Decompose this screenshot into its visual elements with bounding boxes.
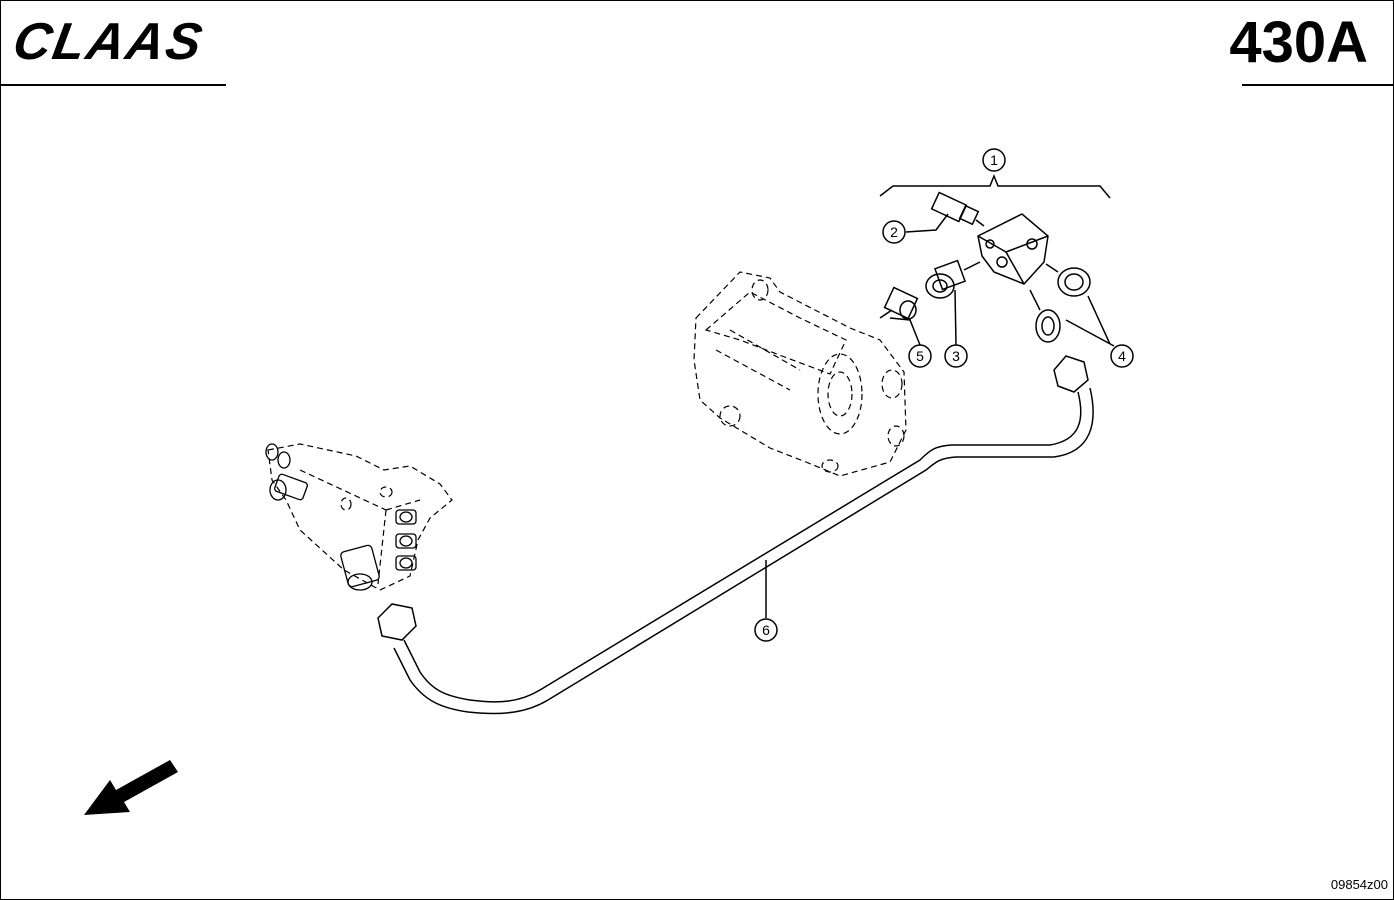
callout-3-circle	[944, 344, 968, 368]
callout-2-circle	[882, 220, 906, 244]
fitting-4-lower	[1029, 289, 1061, 343]
callout-3-leader	[954, 289, 957, 346]
callout-2-leader	[905, 213, 949, 233]
distribution-block	[977, 213, 1049, 285]
drawing-id: 09854z00	[1330, 877, 1388, 892]
callout-4-leader-a	[1087, 295, 1111, 345]
callout-5-number: 5	[916, 348, 924, 364]
callout-3-number: 3	[952, 348, 960, 364]
callout-1-bracket	[879, 173, 1111, 199]
valve-block-fittings	[265, 443, 417, 591]
callout-6-circle	[754, 618, 778, 642]
pipe-nut-upper	[1053, 355, 1089, 393]
pump-assembly	[693, 271, 907, 477]
callout-4-number: 4	[1118, 348, 1126, 364]
callout-1-circle	[982, 148, 1006, 172]
logo-underline	[0, 84, 226, 86]
callout-4-circle	[1110, 344, 1134, 368]
page-code: 430A	[1229, 10, 1368, 75]
page-code-underline	[1242, 84, 1394, 86]
callout-1-number: 1	[990, 152, 998, 168]
fitting-4-right	[1045, 263, 1091, 297]
callout-4-leader-b	[1065, 319, 1115, 347]
callout-5-leader	[889, 317, 921, 346]
pipe-nut-lower	[377, 603, 417, 641]
fitting-3	[925, 259, 981, 299]
fitting-5	[879, 286, 919, 320]
pipe-inner	[393, 387, 1094, 715]
callout-5-circle	[908, 344, 932, 368]
callout-6-number: 6	[762, 622, 770, 638]
direction-arrow-icon	[84, 760, 178, 815]
callout-2-number: 2	[890, 224, 898, 240]
fitting-2	[930, 191, 985, 227]
pipe-outer	[403, 391, 1082, 703]
valve-block	[267, 443, 453, 591]
